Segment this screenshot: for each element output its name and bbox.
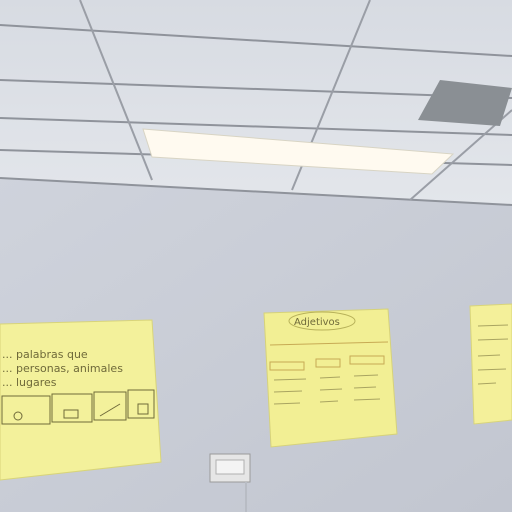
poster-left: ... palabras que ... personas, animales … [0,319,162,481]
poster-middle: Adjetivos [263,308,398,448]
poster-middle-title: Adjetivos [294,317,340,328]
ceiling-vent [418,80,512,126]
poster-left-line-1: ... palabras que [2,348,88,361]
wall-outlet [209,453,251,512]
poster-left-line-3: ... lugares [2,376,57,389]
ceiling-light [142,128,455,175]
poster-right [469,303,512,425]
poster-left-line-2: ... personas, animales [2,362,123,375]
ceiling [0,0,512,206]
